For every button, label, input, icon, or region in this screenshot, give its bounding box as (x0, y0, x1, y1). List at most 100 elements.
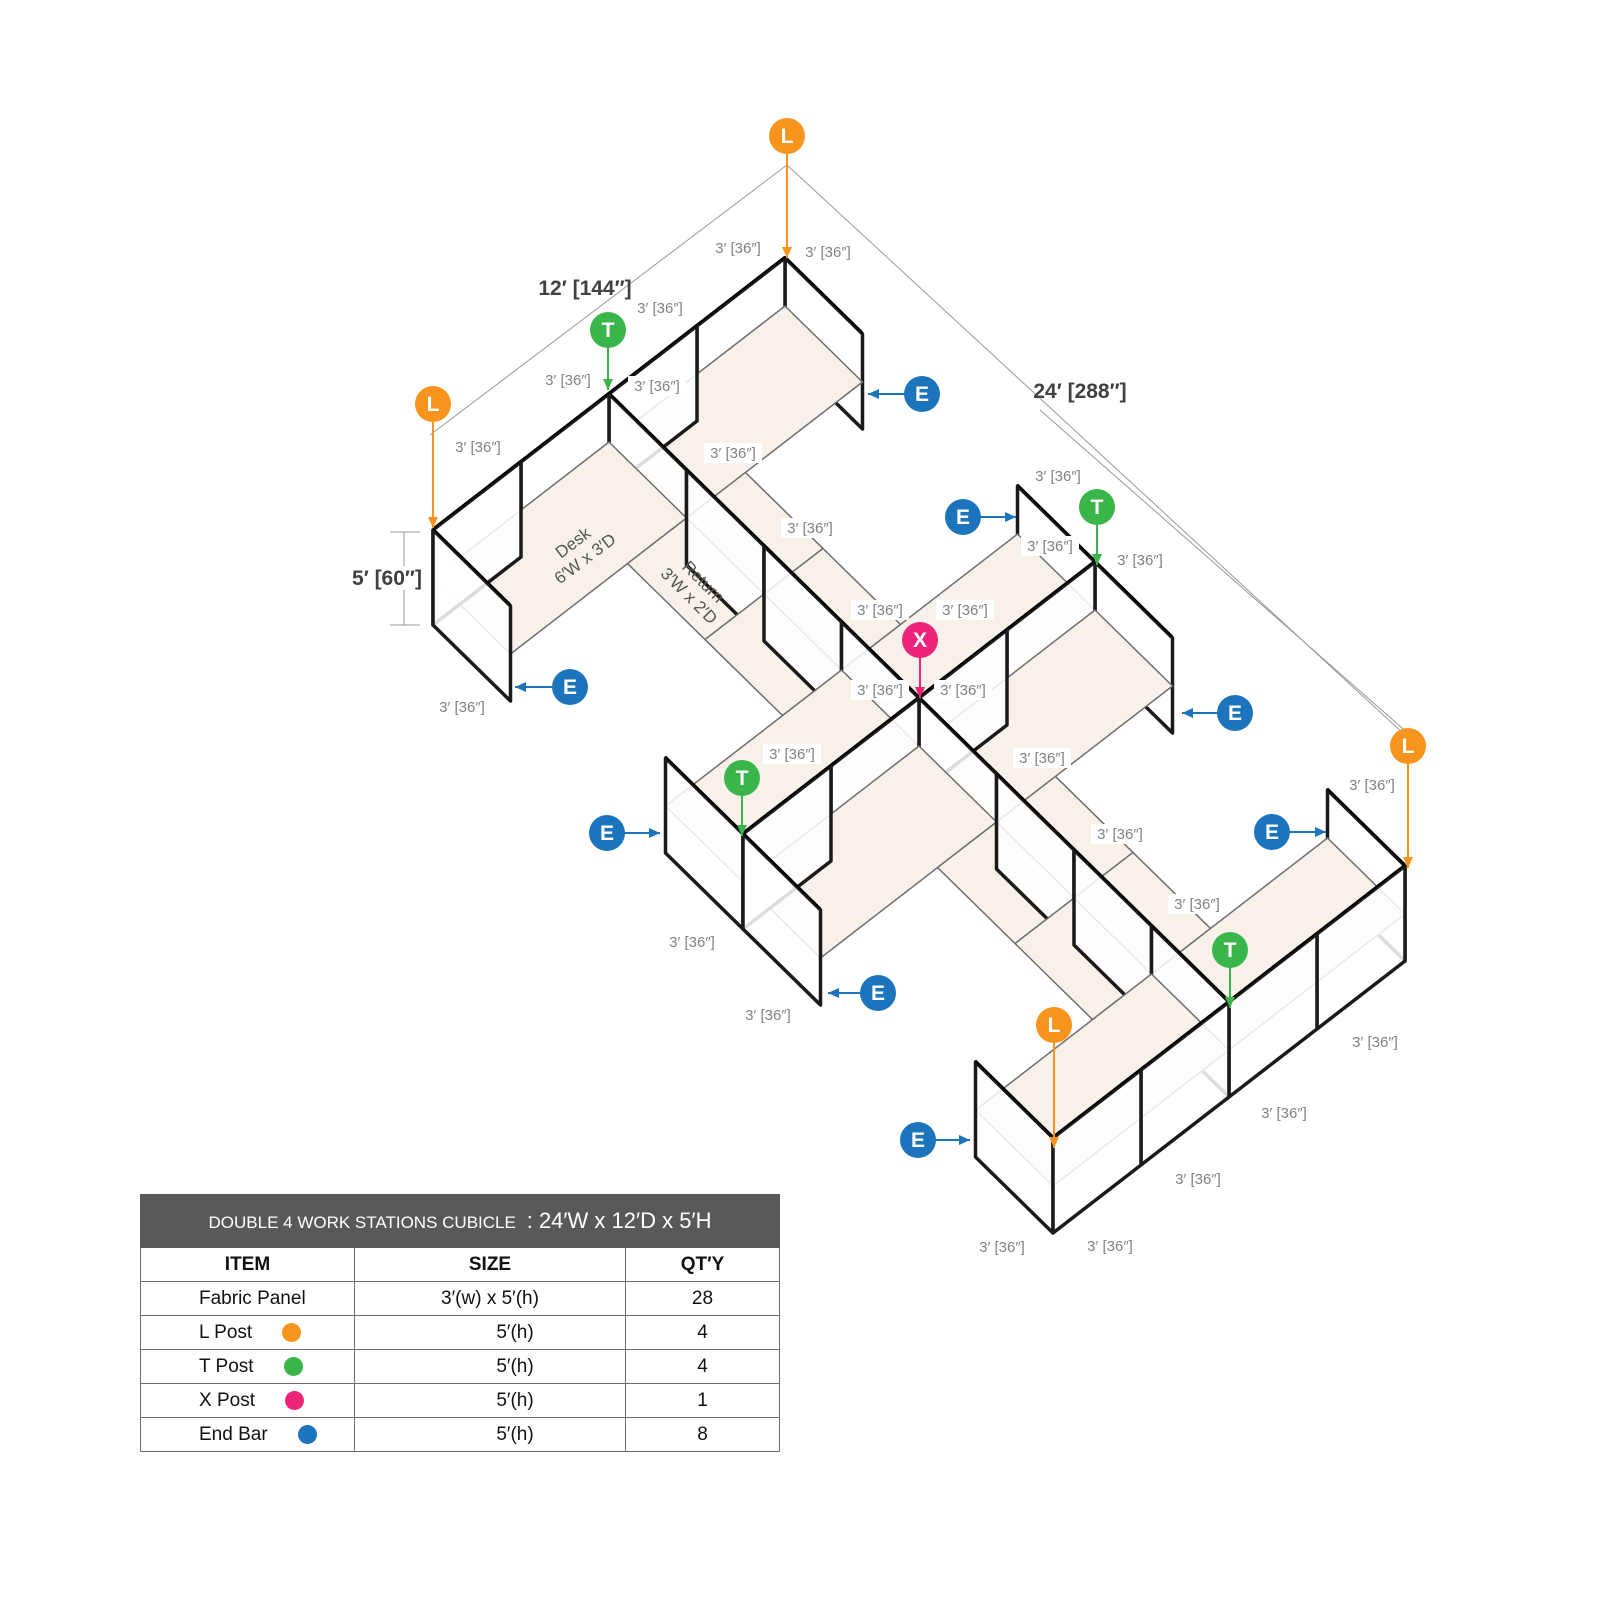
panel-dimension-label: 3′ [36″] (1019, 750, 1065, 767)
panel-dimension-label: 3′ [36″] (857, 682, 903, 699)
panel-dimension-label: 3′ [36″] (1027, 538, 1073, 555)
arrow-icon (428, 517, 438, 528)
panel-dimension-label: 3′ [36″] (545, 372, 591, 389)
arrow-icon (737, 825, 747, 836)
end-bar-marker: E (1182, 695, 1253, 731)
marker-circle-icon (1217, 695, 1253, 731)
arrow-icon (1403, 857, 1413, 868)
column-header-item: ITEM (140, 1247, 355, 1282)
item-cell: T Post (140, 1349, 355, 1384)
arrow-icon (1092, 554, 1102, 565)
column-header-size: SIZE (354, 1247, 626, 1282)
size-cell: 3′(w) x 5′(h) (354, 1281, 626, 1316)
dimension-lines (390, 164, 1411, 736)
height-label: 5′ [60″] (352, 567, 422, 590)
panel-dimension-label: 3′ [36″] (1261, 1105, 1307, 1122)
qty-cell: 28 (625, 1281, 780, 1316)
arrow-icon (1182, 708, 1193, 718)
marker-circle-icon (552, 669, 588, 705)
panel-dimension-label: 3′ [36″] (940, 682, 986, 699)
panel-dimension-label: 3′ [36″] (745, 1007, 791, 1024)
t-post-marker: T (724, 760, 760, 836)
item-cell: L Post (140, 1315, 355, 1350)
dimension-labels: 3′ [36″] 3′ [36″] 3′ [36″] 3′ [36″] 3′ [36″]… (348, 238, 1404, 1257)
end-bar-marker: E (515, 669, 588, 705)
panel-dimension-label: 3′ [36″] (1352, 1034, 1398, 1051)
size-cell: 5′(h) (354, 1315, 626, 1350)
l-post-marker: L (1036, 1007, 1072, 1148)
arrow-icon (1005, 512, 1016, 522)
t-post-marker: T (1079, 489, 1115, 565)
panel-dimension-label: 3′ [36″] (805, 244, 851, 261)
marker-letter: T (1224, 939, 1237, 962)
marker-letter: L (1048, 1014, 1061, 1037)
arrow-icon (868, 389, 879, 399)
end-bar-color-dot (297, 1424, 317, 1444)
marker-letter: E (871, 982, 885, 1005)
panel-dimension-label: 3′ [36″] (1097, 826, 1143, 843)
qty-cell: 8 (625, 1417, 780, 1452)
marker-circle-icon (945, 499, 981, 535)
marker-letter: E (911, 1129, 925, 1152)
marker-letter: L (1402, 735, 1415, 758)
marker-circle-icon (902, 622, 938, 658)
overall-width-label: 24′ [288″] (1033, 380, 1126, 403)
panel-dimension-label: 3′ [36″] (1174, 896, 1220, 913)
panel-dimension-label: 3′ [36″] (769, 746, 815, 763)
size-cell: 5′(h) (354, 1349, 626, 1384)
end-bar-marker: E (900, 1122, 970, 1158)
panel-dimension-label: 3′ [36″] (857, 602, 903, 619)
panel-dimension-label: 3′ [36″] (1117, 552, 1163, 569)
marker-circle-icon (860, 975, 896, 1011)
item-cell: End Bar (140, 1417, 355, 1452)
marker-letter: T (602, 319, 615, 342)
marker-letter: L (781, 125, 794, 148)
arrow-icon (782, 247, 792, 258)
end-bar-marker: E (589, 815, 660, 851)
arrow-icon (1049, 1137, 1059, 1148)
column-header-qty: QT′Y (625, 1247, 780, 1282)
marker-circle-icon (904, 376, 940, 412)
end-bar-marker: E (1254, 814, 1326, 850)
overall-dimensions: 24′W x 12′D x 5′H (538, 1208, 712, 1233)
marker-circle-icon (415, 386, 451, 422)
marker-circle-icon (590, 312, 626, 348)
arrow-icon (959, 1135, 970, 1145)
marker-letter: E (600, 822, 614, 845)
x-post-marker: X (902, 622, 938, 698)
fabric-panel (1051, 1067, 1143, 1235)
t-post-marker: T (590, 312, 626, 390)
x-post-color-dot (284, 1390, 304, 1410)
marker-letter: E (563, 676, 577, 699)
table-row: T Post 5′(h) 4 (140, 1349, 780, 1384)
marker-circle-icon (724, 760, 760, 796)
marker-letter: E (1228, 702, 1242, 725)
end-bar-marker: E (828, 975, 896, 1011)
table-row: End Bar 5′(h) 8 (140, 1417, 780, 1452)
marker-letter: T (1091, 496, 1104, 519)
panel-dimension-label: 3′ [36″] (439, 699, 485, 716)
marker-circle-icon (769, 118, 805, 154)
overall-depth-label: 12′ [144″] (538, 277, 631, 300)
qty-cell: 4 (625, 1315, 780, 1350)
l-post-color-dot (282, 1322, 302, 1342)
t-post-color-dot (283, 1356, 303, 1376)
panel-dimension-label: 3′ [36″] (715, 240, 761, 257)
spec-table-title: DOUBLE 4 WORK STATIONS CUBICLE : 24′W x … (140, 1194, 780, 1248)
marker-circle-icon (1212, 932, 1248, 968)
panel-dimension-label: 3′ [36″] (455, 439, 501, 456)
panel-dimension-label: 3′ [36″] (1087, 1238, 1133, 1255)
panel-dimension-label: 3′ [36″] (942, 602, 988, 619)
marker-letter: E (1265, 821, 1279, 844)
marker-circle-icon (1254, 814, 1290, 850)
marker-letter: E (956, 506, 970, 529)
marker-circle-icon (1390, 728, 1426, 764)
panel-dimension-label: 3′ [36″] (1175, 1171, 1221, 1188)
table-row: X Post 5′(h) 1 (140, 1383, 780, 1418)
end-bar-marker: E (945, 499, 1016, 535)
arrow-icon (603, 379, 613, 390)
marker-circle-icon (589, 815, 625, 851)
marker-letter: E (915, 383, 929, 406)
